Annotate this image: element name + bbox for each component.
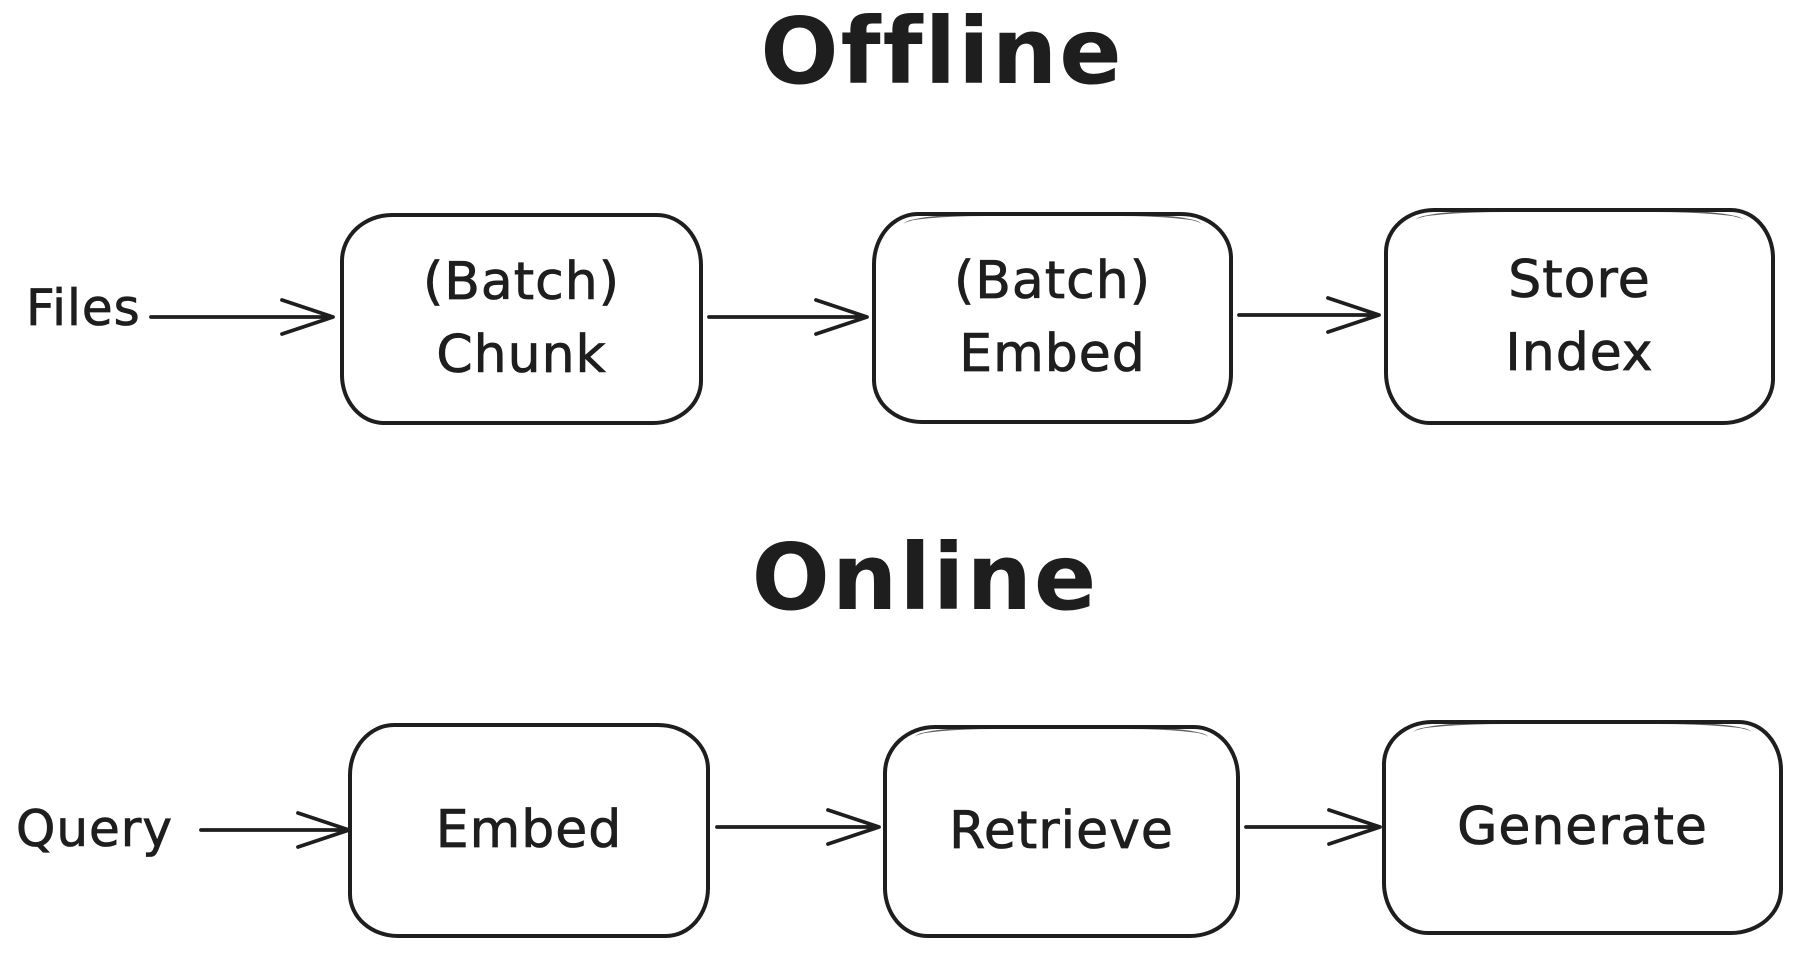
offline-section-title: Offline (760, 0, 1124, 105)
node-generate: Generate (1382, 720, 1783, 935)
arrow-retrieve-to-generate (1244, 808, 1382, 846)
arrow-chunk-to-embed (707, 298, 869, 336)
query-label: Query (16, 800, 173, 858)
node-batch-embed: (Batch) Embed (872, 212, 1233, 424)
node-retrieve: Retrieve (883, 725, 1240, 938)
node-store-index-label: Store Index (1505, 249, 1654, 383)
files-label: Files (26, 279, 141, 337)
node-batch-embed-label: (Batch) Embed (953, 251, 1152, 385)
online-section-title: Online (751, 524, 1099, 631)
node-embed: Embed (348, 723, 710, 938)
arrow-embed-to-retrieve (715, 808, 881, 846)
node-batch-chunk-label: (Batch) Chunk (422, 252, 621, 386)
node-batch-chunk: (Batch) Chunk (340, 213, 703, 425)
node-embed-label: Embed (435, 800, 623, 861)
node-store-index: Store Index (1384, 208, 1775, 425)
node-retrieve-label: Retrieve (949, 801, 1174, 862)
arrow-files-to-batch-chunk (149, 298, 335, 336)
node-generate-label: Generate (1457, 797, 1708, 858)
arrow-query-to-embed (199, 811, 351, 849)
arrow-embed-to-store-index (1237, 296, 1381, 334)
